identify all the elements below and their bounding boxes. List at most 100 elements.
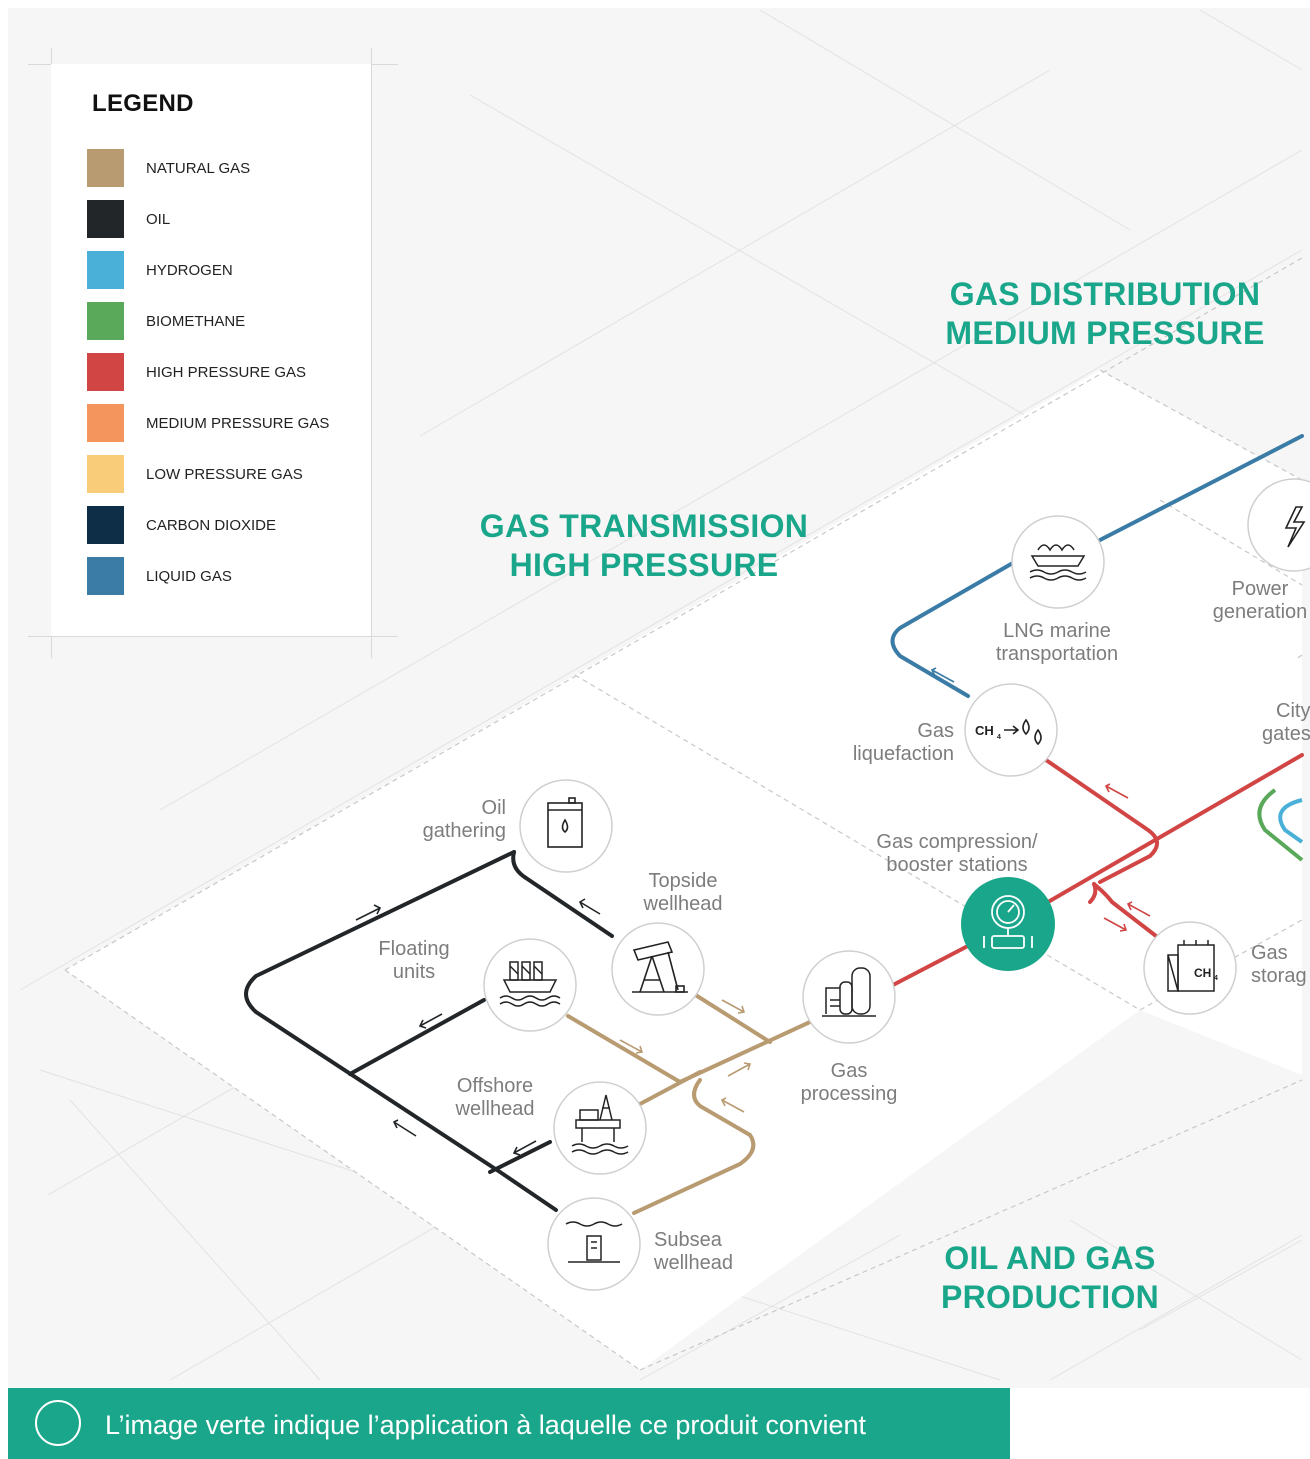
node-subsea-wellhead: [547, 1197, 641, 1291]
legend-swatch: [87, 302, 124, 340]
section-title-line: PRODUCTION: [940, 1279, 1160, 1315]
liquefaction-icon: CH 4: [975, 718, 1042, 746]
label-power-generation: Power generation: [1210, 578, 1310, 624]
label-line: Gas: [917, 720, 954, 742]
node-offshore-wellhead: [553, 1081, 647, 1175]
label-gas-processing: Gas processing: [784, 1060, 914, 1106]
label-line: wellhead: [643, 893, 723, 915]
legend-item-natural-gas: NATURAL GAS: [87, 149, 357, 187]
node-gas-compression: [961, 877, 1055, 971]
label-line: Gas: [830, 1060, 868, 1082]
label-subsea-wellhead: Subsea wellhead: [654, 1229, 780, 1275]
label-line: Oil: [481, 797, 506, 819]
legend-label: LIQUID GAS: [146, 568, 232, 585]
legend-swatch: [87, 200, 124, 238]
label-gas-liquefaction: Gas liquefaction: [820, 720, 954, 766]
legend-swatch: [87, 251, 124, 289]
processing-plant-icon: [822, 967, 876, 1017]
legend-swatch: [87, 404, 124, 442]
section-title-transmission: GAS TRANSMISSION HIGH PRESSURE: [464, 507, 824, 585]
label-line: City: [1276, 700, 1310, 722]
legend-swatch: [87, 149, 124, 187]
pressure-gauge-icon: [983, 895, 1033, 949]
legend-frame: [371, 48, 372, 658]
oil-barrel-icon: [547, 797, 583, 848]
legend-swatch: [87, 557, 124, 595]
legend-item-liquid-gas: LIQUID GAS: [87, 557, 357, 595]
pumpjack-icon: [632, 941, 688, 993]
label-line: Subsea: [654, 1229, 722, 1251]
section-title-line: GAS DISTRIBUTION: [949, 276, 1261, 312]
node-gas-processing: [802, 950, 896, 1044]
label-line: storag: [1251, 965, 1307, 987]
node-topside-wellhead: [611, 922, 705, 1016]
legend-item-medium-pressure-gas: MEDIUM PRESSURE GAS: [87, 404, 357, 442]
high-pressure-gas-pipelines: [891, 753, 1304, 987]
hydrogen-pipeline: [1278, 798, 1304, 844]
legend-label: HYDROGEN: [146, 262, 233, 279]
legend-item-carbon-dioxide: CARBON DIOXIDE: [87, 506, 357, 544]
platforms: [65, 370, 1302, 1370]
label-line: gathering: [422, 820, 506, 842]
legend-title: LEGEND: [92, 90, 194, 117]
label-line: Gas compression/: [876, 831, 1038, 853]
offshore-rig-icon: [571, 1094, 629, 1155]
legend-label: MEDIUM PRESSURE GAS: [146, 415, 330, 432]
label-city-gates: City gates: [1262, 700, 1310, 746]
node-floating-units: [483, 938, 577, 1032]
legend-label: BIOMETHANE: [146, 313, 246, 330]
label-lng-marine: LNG marine transportation: [982, 620, 1132, 666]
legend-label: CARBON DIOXIDE: [146, 517, 277, 534]
label-line: wellhead: [455, 1098, 535, 1120]
legend-item-hydrogen: HYDROGEN: [87, 251, 357, 289]
section-title-line: HIGH PRESSURE: [509, 547, 779, 583]
section-title-line: GAS TRANSMISSION: [479, 508, 809, 544]
label-line: booster stations: [886, 854, 1028, 876]
node-power-generation: [1247, 478, 1310, 572]
label-gas-compression: Gas compression/ booster stations: [850, 831, 1064, 877]
label-line: wellhead: [654, 1252, 733, 1274]
legend-swatch: [87, 506, 124, 544]
label-line: Gas: [1251, 942, 1288, 964]
legend-item-biomethane: BIOMETHANE: [87, 302, 357, 340]
flow-arrows: [355, 667, 1151, 1156]
footer-text: L’image verte indique l’application à la…: [105, 1410, 866, 1440]
legend-label: LOW PRESSURE GAS: [146, 466, 303, 483]
storage-badge: CH: [1194, 966, 1211, 980]
label-floating-units: Floating units: [360, 938, 468, 984]
gas-storage-tank-icon: [1167, 940, 1215, 992]
circle-icon: [35, 1400, 81, 1446]
label-topside-wellhead: Topside wellhead: [620, 870, 746, 916]
label-line: LNG marine: [1003, 620, 1111, 642]
label-line: units: [392, 961, 436, 983]
svg-text:4: 4: [1214, 975, 1218, 982]
label-line: Topside: [648, 870, 718, 892]
label-line: Power: [1231, 578, 1289, 600]
legend-item-high-pressure-gas: HIGH PRESSURE GAS: [87, 353, 357, 391]
lng-ship-icon: [1029, 544, 1087, 581]
section-title-line: OIL AND GAS: [944, 1240, 1156, 1276]
lightning-icon: [1284, 506, 1306, 548]
legend-label: OIL: [146, 211, 171, 228]
legend-label: HIGH PRESSURE GAS: [146, 364, 307, 381]
pipeline-diagram: CH 4 CH 4: [19, 9, 1310, 1381]
legend-swatch: [87, 353, 124, 391]
label-line: Offshore: [456, 1075, 534, 1097]
label-line: liquefaction: [852, 743, 954, 765]
label-line: processing: [800, 1083, 898, 1105]
legend-frame: [28, 636, 398, 637]
svg-text:4: 4: [997, 734, 1001, 741]
label-gas-storage: Gas storag: [1251, 942, 1310, 988]
node-gas-liquefaction: CH 4: [964, 683, 1058, 777]
footer-banner: L’image verte indique l’application à la…: [8, 1388, 1010, 1459]
diagram-canvas: CH 4 CH 4: [8, 8, 1310, 1388]
background-grid: [19, 9, 1303, 1381]
node-oil-gathering: [519, 779, 613, 873]
label-oil-gathering: Oil gathering: [380, 797, 506, 843]
label-line: Floating: [378, 938, 450, 960]
floating-platform-icon: [499, 961, 561, 1007]
legend-label: NATURAL GAS: [146, 160, 251, 177]
section-title-distribution: GAS DISTRIBUTION MEDIUM PRESSURE: [930, 275, 1280, 353]
liquid-gas-pipeline: [890, 434, 1304, 698]
liquefaction-badge: CH: [975, 723, 994, 738]
